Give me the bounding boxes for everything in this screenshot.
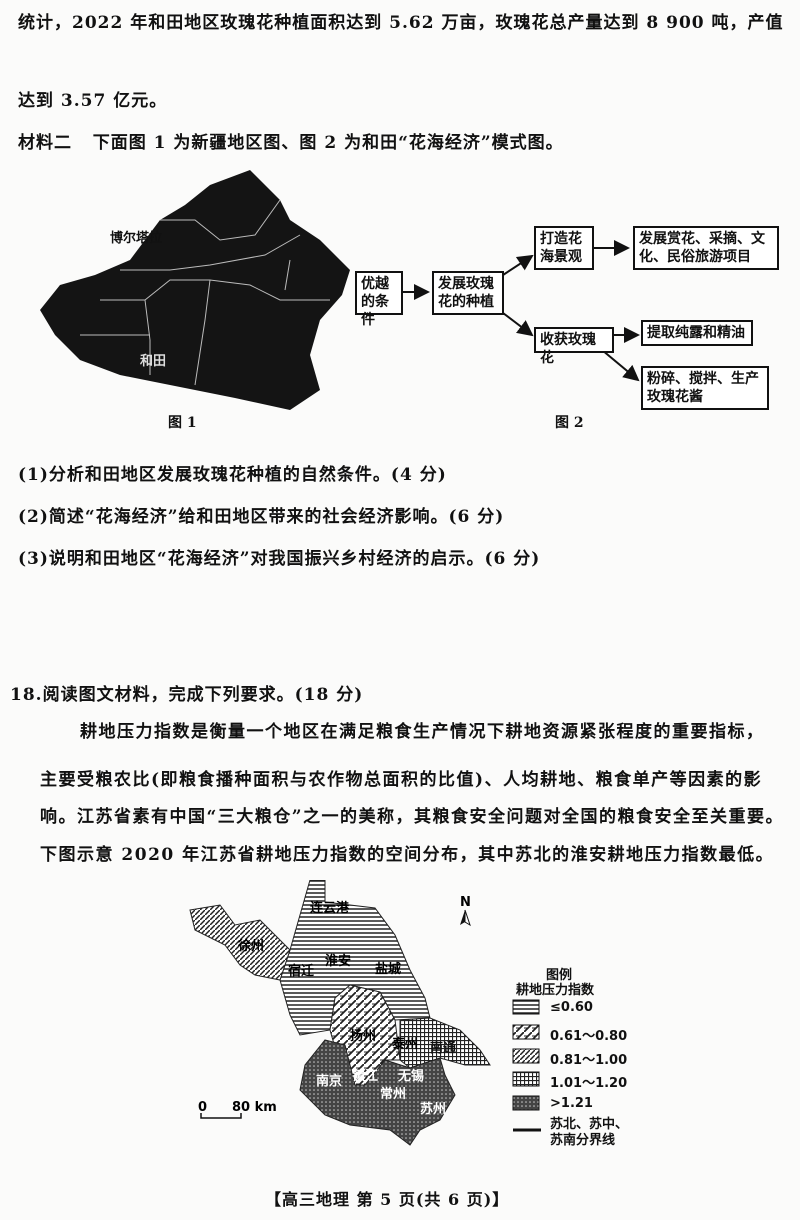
- flow-box-conditions: 优越的条件: [355, 271, 403, 328]
- city-huaian: 淮安: [324, 953, 351, 969]
- q18-text-line: 响。江苏省素有中国“三大粮仓”之一的美称，其粮食安全问题对全国的粮食安全至关重要…: [40, 807, 785, 827]
- city-nanjing: 南京: [316, 1073, 342, 1089]
- city-lianyungang: 连云港: [310, 900, 350, 916]
- north-arrow-icon: [460, 909, 471, 927]
- material-one-text: 达到 3.57 亿元。: [18, 91, 168, 111]
- legend-item: >1.21: [550, 1096, 593, 1111]
- legend-item: ≤0.60: [550, 1000, 593, 1015]
- material-two-heading: 材料二 下面图 1 为新疆地区图、图 2 为和田“花海经济”模式图。: [18, 128, 564, 153]
- legend-item: 1.01～1.20: [550, 1076, 628, 1091]
- q18-text-line: 主要受粮农比(即粮食播种面积与农作物总面积的比值)、人均耕地、粮食单产等因素的影: [40, 770, 763, 790]
- figure2-caption: 图 2: [555, 415, 584, 431]
- flow-box-planting: 发展玫瑰花的种植: [432, 271, 504, 315]
- flowchart-arrows: [402, 240, 640, 382]
- scale-zero: 0: [198, 1100, 207, 1115]
- material-one-text: 统计，2022 年和田地区玫瑰花种植面积达到 5.62 万亩，玫瑰花总产量达到 …: [18, 13, 784, 33]
- city-suqian: 宿迁: [288, 963, 314, 979]
- city-wuxi: 无锡: [397, 1068, 424, 1084]
- figure1-caption: 图 1: [168, 415, 197, 431]
- question-18-title: 18.阅读图文材料，完成下列要求。(18 分): [10, 685, 364, 705]
- question-17-2: (2)简述“花海经济”给和田地区带来的社会经济影响。(6 分): [18, 507, 505, 527]
- material-two-label: 材料二: [18, 133, 72, 153]
- flow-box-harvest: 收获玫瑰花: [534, 327, 614, 366]
- legend-swatches: [512, 999, 541, 1132]
- north-label: N: [460, 895, 471, 910]
- city-nantong: 南通: [430, 1040, 456, 1056]
- page-footer: 【高三地理 第 5 页(共 6 页)】: [265, 1190, 510, 1209]
- legend-item: 0.81～1.00: [550, 1053, 628, 1068]
- city-xuzhou: 徐州: [237, 938, 264, 954]
- xinjiang-map: 博尔塔拉 和田: [40, 170, 350, 410]
- scale-bar: [200, 1113, 242, 1119]
- city-yancheng: 盐城: [375, 961, 401, 977]
- map-label-hotan: 和田: [140, 353, 166, 369]
- legend-boundary: 苏北、苏中、苏南分界线: [550, 1117, 629, 1148]
- city-changzhou: 常州: [380, 1086, 406, 1102]
- xinjiang-region: [40, 170, 350, 410]
- q18-text-line: 耕地压力指数是衡量一个地区在满足粮食生产情况下耕地资源紧张程度的重要指标，: [80, 722, 765, 742]
- city-yangzhou: 扬州: [350, 1028, 376, 1044]
- city-suzhou: 苏州: [420, 1101, 446, 1117]
- q18-text-line: 下图示意 2020 年江苏省耕地压力指数的空间分布，其中苏北的淮安耕地压力指数最…: [40, 845, 775, 865]
- flow-box-extract: 提取纯露和精油: [641, 320, 753, 346]
- legend-subtitle: 耕地压力指数: [516, 983, 595, 998]
- flow-box-sauce: 粉碎、搅拌、生产玫瑰花酱: [641, 366, 769, 410]
- city-taizhou: 泰州: [391, 1036, 418, 1052]
- jiangsu-map: 连云港 徐州 宿迁 淮安 盐城 扬州 泰州 南通 南京 镇江 无锡 常州 苏州 …: [189, 880, 541, 1146]
- scale-distance: 80 km: [232, 1100, 277, 1115]
- city-zhenjiang: 镇江: [352, 1068, 378, 1084]
- material-two-text: 下面图 1 为新疆地区图、图 2 为和田“花海经济”模式图。: [92, 133, 564, 153]
- map-label-bortala: 博尔塔拉: [110, 230, 162, 246]
- flow-box-tourism: 发展赏花、采摘、文化、民俗旅游项目: [633, 226, 779, 270]
- question-17-3: (3)说明和田地区“花海经济”对我国振兴乡村经济的启示。(6 分): [18, 549, 541, 569]
- legend-item: 0.61～0.80: [550, 1029, 628, 1044]
- question-17-1: (1)分析和田地区发展玫瑰花种植的自然条件。(4 分): [18, 465, 447, 485]
- legend-title: 图例: [546, 968, 573, 983]
- flow-box-landscape: 打造花海景观: [534, 226, 594, 270]
